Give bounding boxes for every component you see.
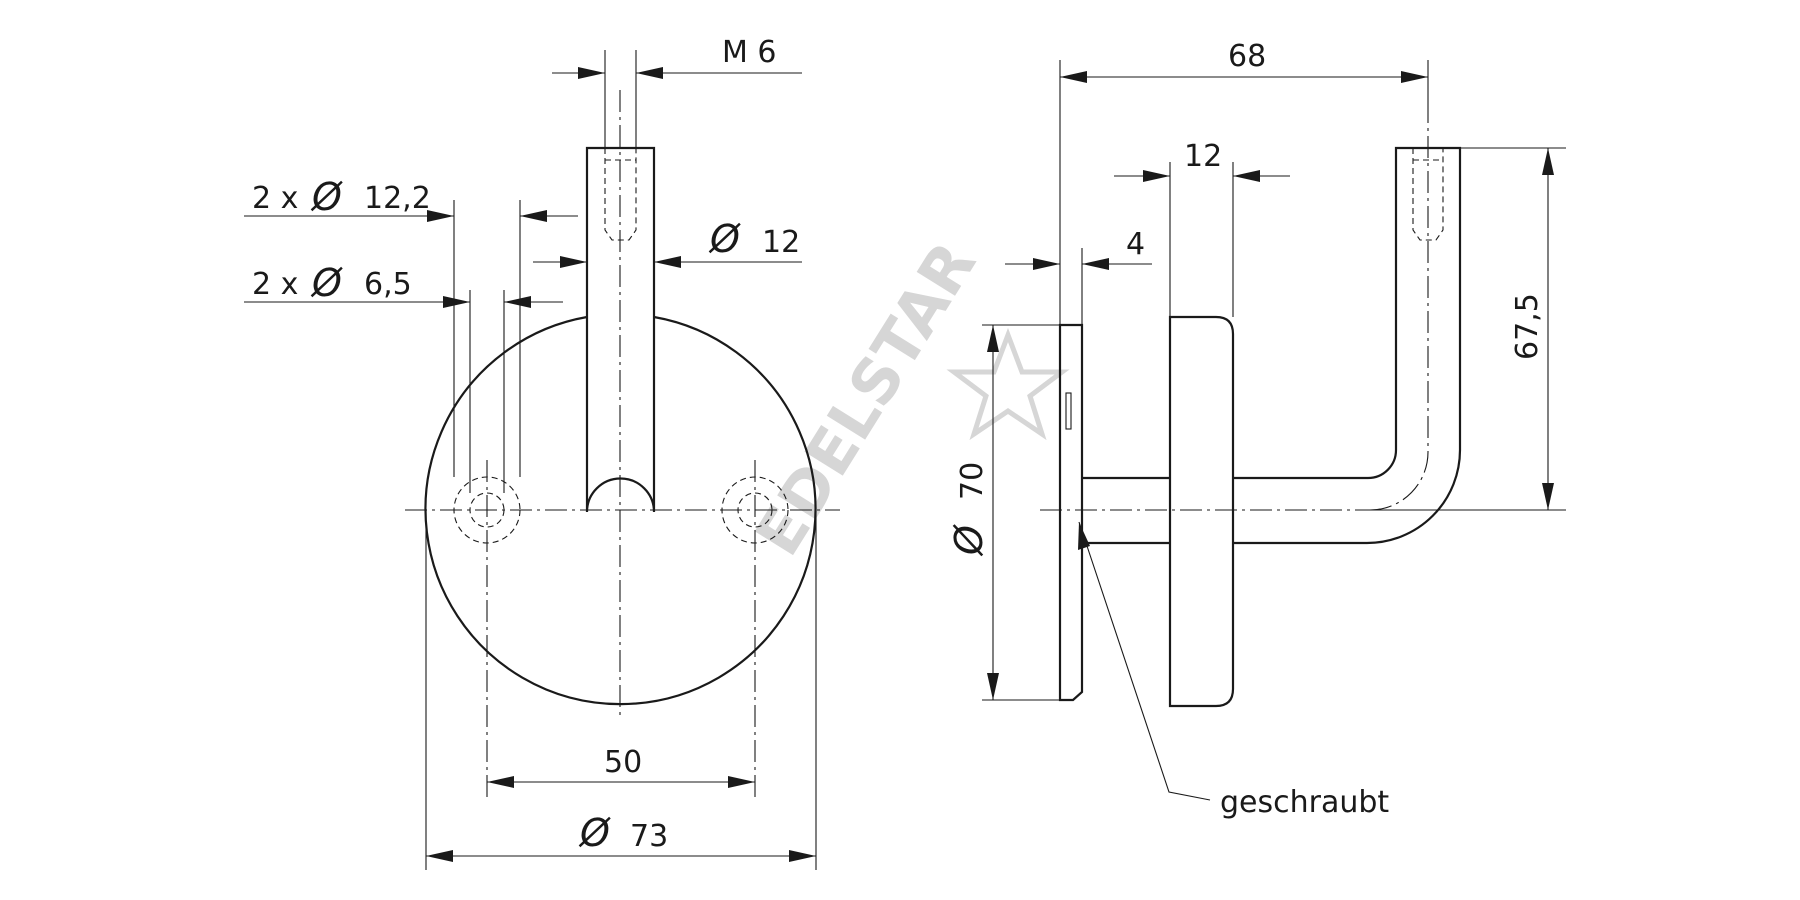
dim-hole-outer-symbol: Ø	[310, 175, 343, 219]
dim-hole-outer-count: 2 x	[252, 181, 298, 216]
side-rod-centerline	[1369, 110, 1429, 511]
dim-thread: M 6	[552, 35, 802, 148]
dim-side-plate-diameter: Ø 70	[947, 324, 1060, 701]
watermark-star-icon	[946, 327, 1070, 441]
dim-height-value: 67,5	[1510, 293, 1545, 360]
leader-screwed-label: geschraubt	[1220, 785, 1389, 820]
left-hole-bore	[469, 492, 505, 528]
side-wall-plate-notch	[1065, 392, 1072, 430]
dim-hole-spacing-value: 50	[604, 745, 642, 780]
left-hole-counterbore	[453, 476, 521, 544]
dim-side-plate-diameter-value: 70	[955, 462, 990, 500]
dim-hole-outer-value: 12,2	[364, 181, 431, 216]
side-view: 68 12 4 67,5	[947, 39, 1566, 820]
watermark: EDELSTAR	[741, 229, 990, 568]
dim-hole-inner: 2 x Ø 6,5	[244, 261, 563, 493]
side-rod-thread-hidden	[1412, 148, 1444, 241]
dim-overall-depth-value: 68	[1228, 39, 1266, 74]
leader-screwed: geschraubt	[1078, 521, 1389, 820]
side-wall-plate	[1058, 323, 1084, 702]
dim-rod-diameter-value: 12	[762, 225, 800, 260]
dim-rod-diameter-symbol: Ø	[708, 217, 741, 261]
dim-height: 67,5	[1370, 147, 1566, 511]
dim-hole-inner-symbol: Ø	[310, 261, 343, 305]
dim-disc-thickness: 12	[1114, 139, 1290, 317]
dim-plate-diameter: Ø 73	[425, 510, 817, 870]
watermark-text: EDELSTAR	[741, 229, 990, 568]
dim-disc-thickness-value: 12	[1184, 139, 1222, 174]
dim-plate-diameter-value: 73	[630, 819, 668, 854]
right-hole-bore	[737, 492, 773, 528]
dim-hole-outer: 2 x Ø 12,2	[244, 175, 578, 477]
dim-plate-thickness-value: 4	[1126, 227, 1145, 262]
dim-rod-diameter: Ø 12	[533, 217, 802, 268]
dim-overall-depth: 68	[1059, 39, 1429, 325]
dim-plate-thickness: 4	[1005, 227, 1152, 325]
front-rod	[585, 146, 656, 513]
dim-side-plate-diameter-symbol: Ø	[947, 524, 991, 557]
dim-hole-inner-count: 2 x	[252, 267, 298, 302]
side-disc	[1168, 315, 1235, 708]
right-hole-counterbore	[721, 476, 789, 544]
side-bent-rod	[1233, 146, 1462, 545]
dim-plate-diameter-symbol: Ø	[578, 811, 611, 855]
front-view: M 6 2 x Ø 12,2 2 x Ø 6,5	[244, 35, 840, 870]
dim-hole-spacing: 50	[487, 745, 755, 788]
dim-thread-label: M 6	[722, 35, 777, 70]
dim-hole-inner-value: 6,5	[364, 267, 412, 302]
